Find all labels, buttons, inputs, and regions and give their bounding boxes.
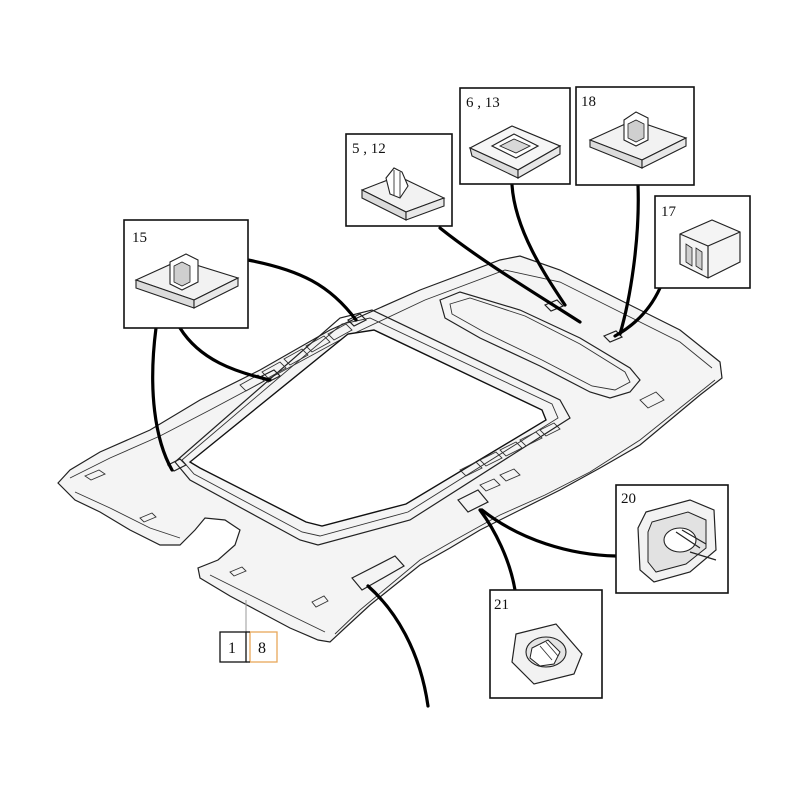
leader-bottom [366,584,430,708]
callout-21-label: 21 [494,597,509,613]
leader-15-b [178,326,272,382]
callout-18-label: 18 [581,94,596,110]
block-17-icon [679,219,741,279]
callout-15-label: 15 [132,230,147,246]
callout-17-label: 17 [661,204,677,220]
leader-15-a [246,258,358,322]
callout-6-13: 6 , 13 [459,87,571,185]
reference-cell-right [249,631,278,663]
leader-613 [510,183,567,307]
callout-5-12: 5 , 12 [345,133,453,227]
leader-512 [438,226,582,324]
callout-6-13-label: 6 , 13 [466,95,500,111]
callout-21: 21 [489,589,603,699]
reference-cell-left-text: 1 [228,640,236,657]
leader-lines [151,183,662,708]
callout-20: 20 [615,484,729,594]
callout-5-12-label: 5 , 12 [352,141,386,157]
lamp-housing-20-icon [637,499,717,583]
reference-table: 1 8 [219,600,278,663]
leader-21 [478,508,517,592]
clip-5-12-icon [360,167,446,221]
leader-17 [613,286,662,338]
clip-15-icon [134,253,240,309]
reference-cell-left [219,631,247,663]
callout-18: 18 [575,86,695,186]
clip-18-icon [588,111,688,169]
clip-6-13-icon [468,125,562,179]
bracket-21-icon [511,623,583,685]
callout-15: 15 [123,219,249,329]
leader-15-c [151,326,174,472]
leader-18 [618,183,640,336]
sunroof-rear-ribs [459,422,561,477]
callout-20-label: 20 [621,491,636,507]
callout-17: 17 [654,195,751,289]
headliner-panel [57,255,723,643]
leader-20 [480,508,618,558]
reference-cell-right-text: 8 [258,640,266,657]
sunroof-front-ribs [239,323,353,392]
